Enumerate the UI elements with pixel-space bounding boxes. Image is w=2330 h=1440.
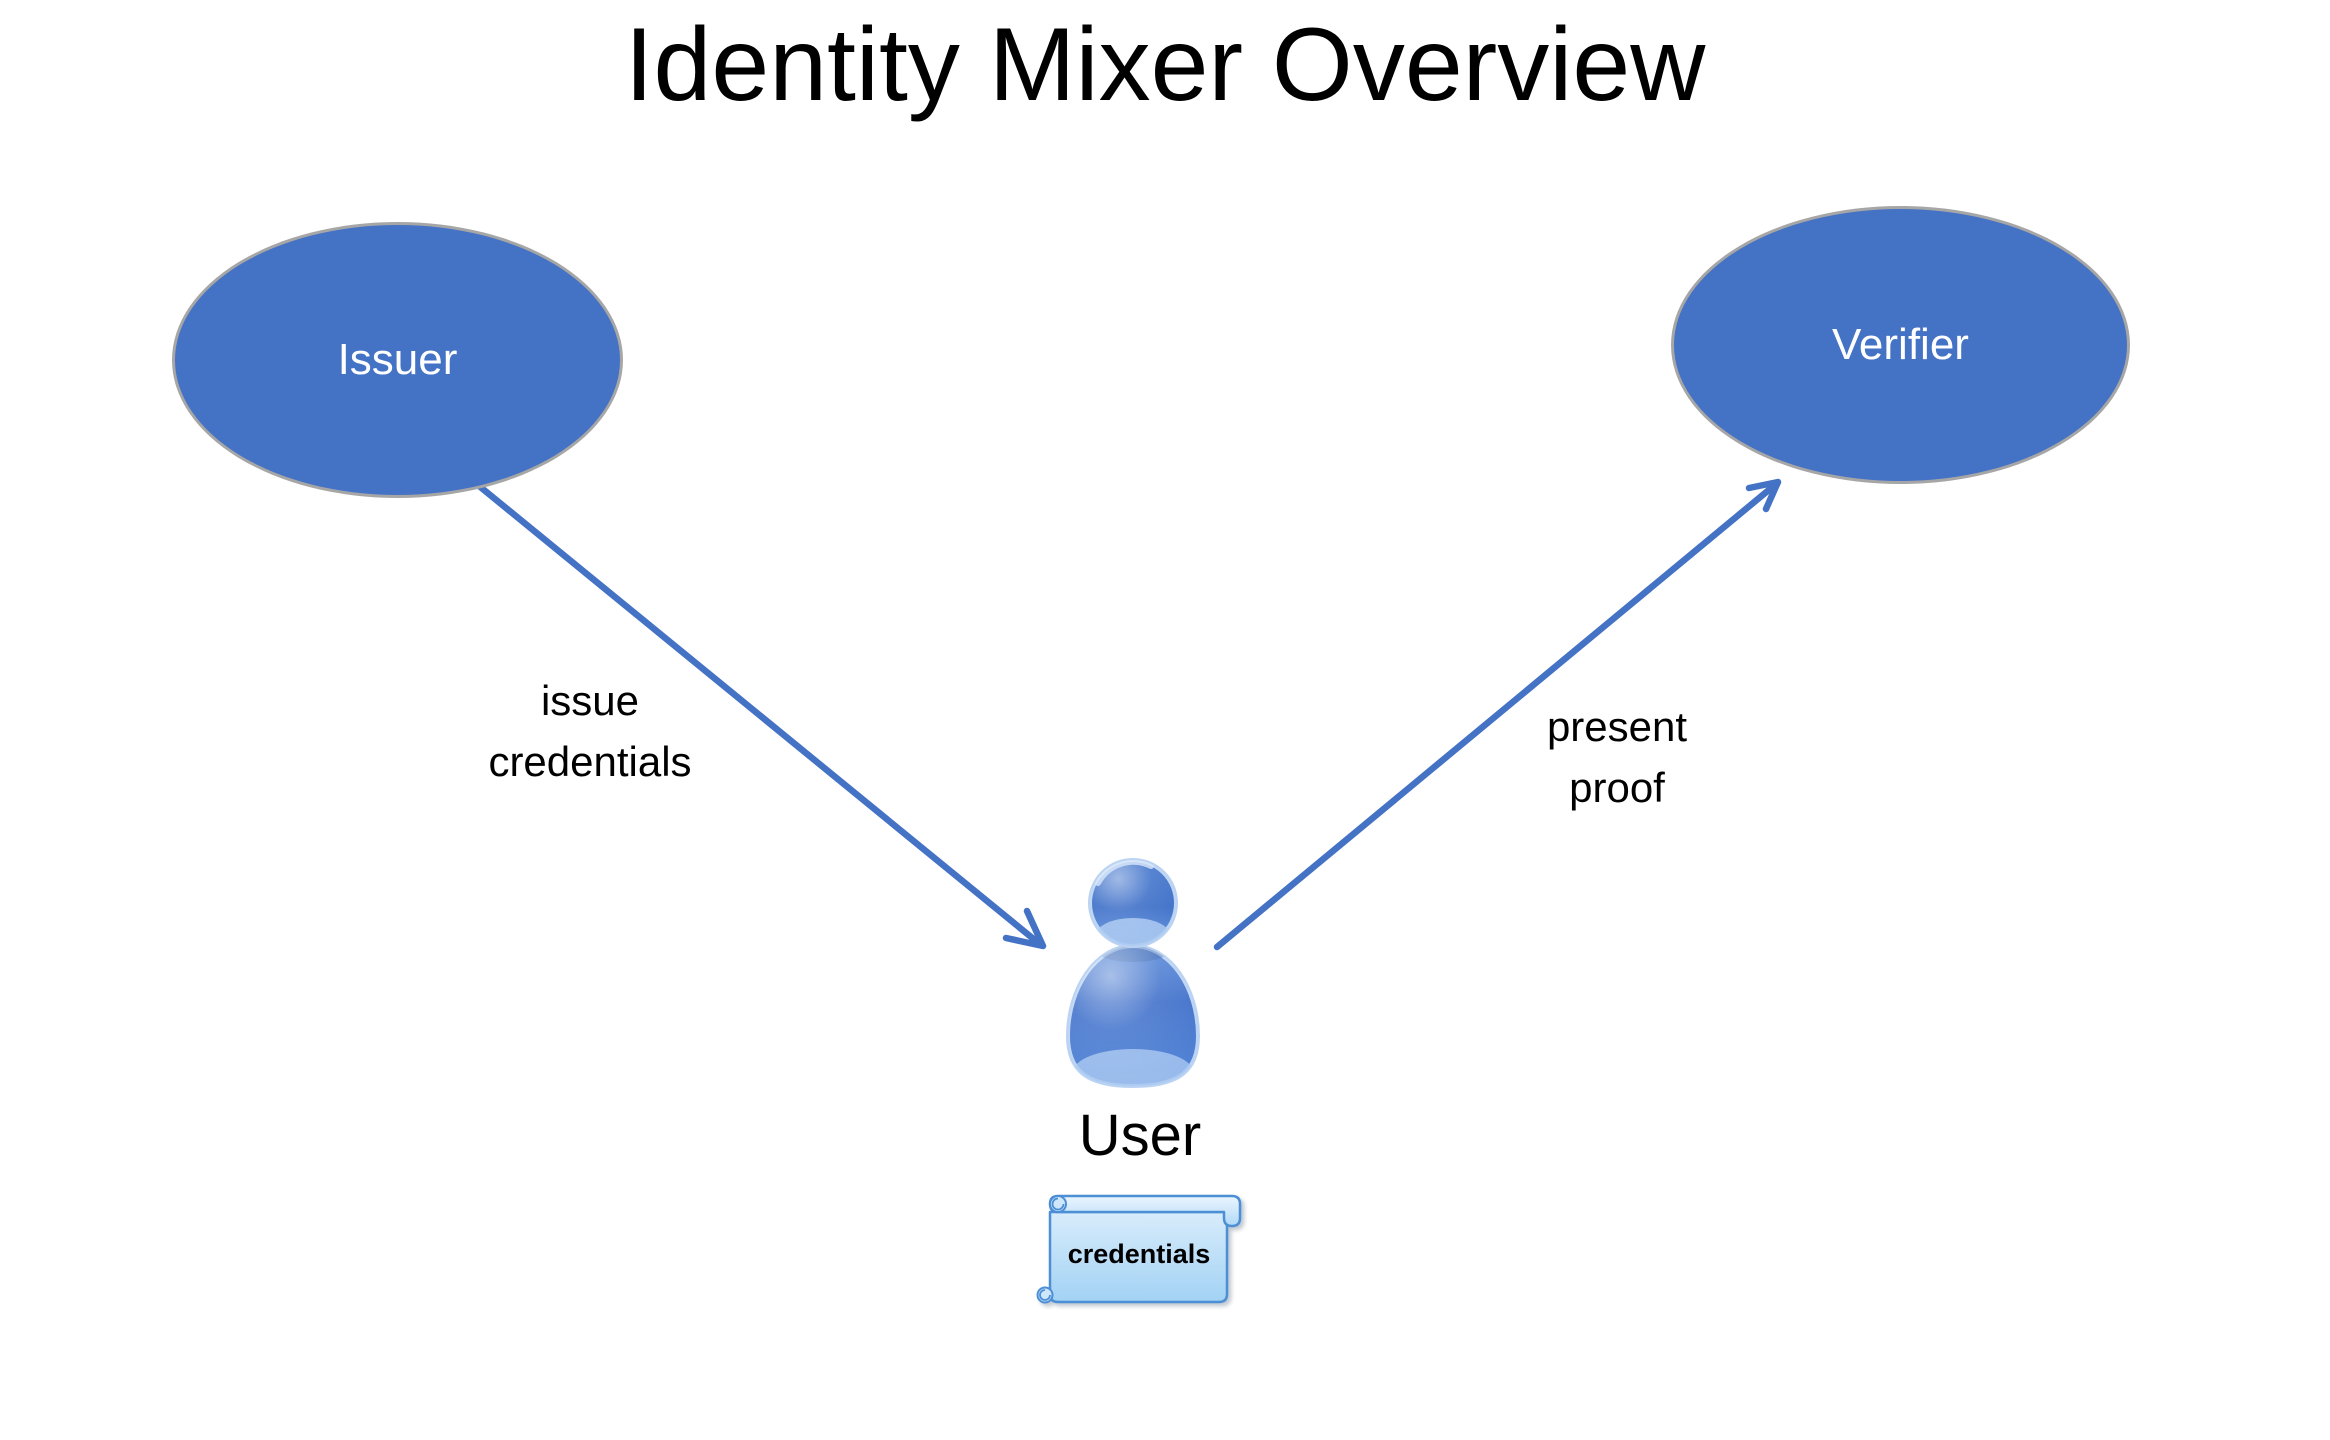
- verifier-node: Verifier: [1671, 206, 2130, 484]
- verifier-label: Verifier: [1832, 320, 1969, 369]
- present-proof-edge-label-line1: present: [1546, 703, 1688, 750]
- present-proof-edge-label-line2: proof: [1569, 764, 1665, 811]
- issuer-label: Issuer: [337, 335, 458, 384]
- issue-credentials-edge-label: issue credentials: [380, 670, 800, 792]
- issue-credentials-edge-label-line2: credentials: [488, 738, 692, 785]
- present-proof-edge-label: present proof: [1417, 696, 1817, 818]
- person-icon: [1065, 858, 1201, 1089]
- credentials-scroll-label: credentials: [1067, 1239, 1211, 1269]
- issue-credentials-edge-label-line1: issue: [540, 677, 640, 724]
- issue-credentials-arrow-line: [458, 468, 1040, 945]
- user-label: User: [1078, 1103, 1202, 1168]
- issuer-node: Issuer: [172, 222, 623, 498]
- page-title: Identity Mixer Overview: [624, 7, 1706, 123]
- issue-credentials-arrowhead-icon: [1002, 907, 1047, 950]
- present-proof-arrowhead-icon: [1745, 478, 1782, 513]
- credentials-scroll-shape: [1036, 1194, 1242, 1304]
- present-proof-arrow-line: [1213, 485, 1774, 951]
